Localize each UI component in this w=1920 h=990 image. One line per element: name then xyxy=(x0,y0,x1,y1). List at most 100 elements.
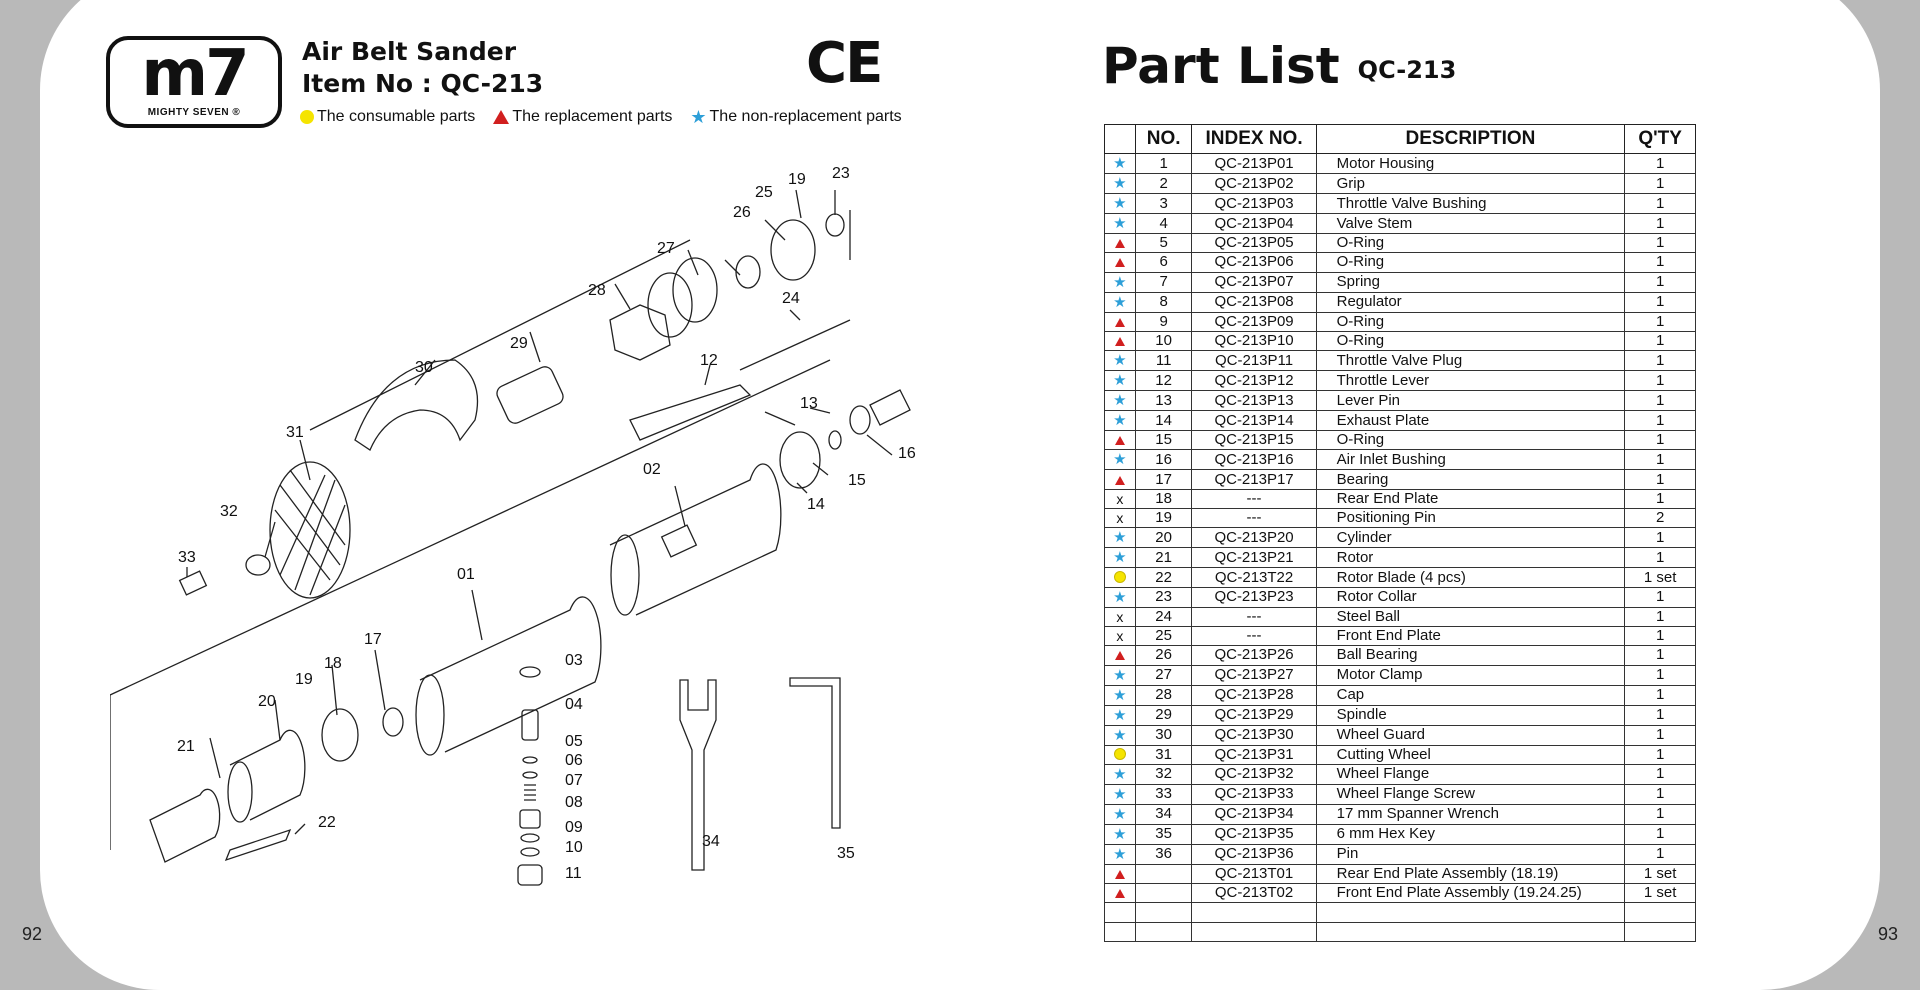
cell-index: QC-213P21 xyxy=(1191,547,1317,569)
callout-label: 11 xyxy=(565,865,582,882)
row-mark: ★ xyxy=(1104,684,1136,706)
blue-star-icon: ★ xyxy=(1113,825,1127,843)
red-triangle-icon xyxy=(1114,651,1125,661)
blue-star-icon: ★ xyxy=(1113,845,1127,863)
product-name: Air Belt Sander xyxy=(302,37,517,66)
cell-index: QC-213P32 xyxy=(1191,763,1317,785)
blue-star-icon: ★ xyxy=(1113,372,1127,390)
table-header-row: NO. INDEX NO. DESCRIPTION Q'TY xyxy=(1104,124,1696,154)
cell-no: 17 xyxy=(1134,469,1193,490)
row-mark: ★ xyxy=(1104,153,1136,174)
row-mark: ★ xyxy=(1104,193,1136,214)
row-mark xyxy=(1104,330,1136,352)
blue-star-icon: ★ xyxy=(1113,195,1127,212)
callout-label: 19 xyxy=(788,171,806,188)
cell-index: QC-213P14 xyxy=(1191,410,1317,432)
cell-no: 35 xyxy=(1134,823,1193,845)
cell-no: 10 xyxy=(1134,330,1193,352)
row-mark: x xyxy=(1104,625,1136,647)
product-title: Air Belt Sander Item No : QC-213 xyxy=(302,36,543,100)
cell-no xyxy=(1134,863,1193,885)
row-mark: ★ xyxy=(1104,213,1136,234)
row-mark: ★ xyxy=(1104,370,1136,392)
callout-label: 25 xyxy=(755,184,773,201)
cell-no: 36 xyxy=(1134,843,1193,865)
cell-no: 34 xyxy=(1134,803,1193,825)
yellow-dot-icon xyxy=(1113,747,1126,760)
row-mark xyxy=(1104,744,1136,765)
cell-description: 6 mm Hex Key xyxy=(1315,823,1626,845)
blue-star-icon: ★ xyxy=(1113,451,1127,469)
col-qty: Q'TY xyxy=(1624,124,1696,154)
cell-description: Throttle Valve Bushing xyxy=(1315,193,1626,214)
ce-mark: CE xyxy=(806,31,883,96)
yellow-dot-icon xyxy=(300,110,314,124)
cell-qty: 1 xyxy=(1624,153,1696,174)
cell-index: --- xyxy=(1191,508,1317,529)
cell-description: Rotor Blade (4 pcs) xyxy=(1315,567,1626,588)
row-mark: ★ xyxy=(1104,783,1136,805)
callout-label: 01 xyxy=(457,566,475,583)
row-mark: ★ xyxy=(1104,724,1136,746)
cell-index: QC-213P20 xyxy=(1191,527,1317,549)
cell-qty: 1 xyxy=(1624,213,1696,234)
cell-description: Rotor Collar xyxy=(1315,586,1626,608)
cell-index: QC-213P08 xyxy=(1191,291,1317,313)
cell-description: Bearing xyxy=(1315,469,1626,490)
row-mark: x xyxy=(1104,488,1136,510)
cell-description: Motor Housing xyxy=(1315,153,1626,174)
row-mark: ★ xyxy=(1104,803,1136,825)
cell-description: O-Ring xyxy=(1315,311,1626,332)
cell-qty: 1 xyxy=(1624,547,1696,569)
page-number-right: 93 xyxy=(1877,924,1898,944)
blue-star-icon: ★ xyxy=(1113,686,1127,704)
cell-index: QC-213P05 xyxy=(1191,232,1317,254)
row-mark xyxy=(1104,252,1136,273)
cell-description: Regulator xyxy=(1315,291,1626,313)
cell-index: QC-213P28 xyxy=(1191,684,1317,706)
cell-qty: 1 xyxy=(1624,311,1696,332)
cell-qty: 1 xyxy=(1624,704,1696,726)
cell-no: 13 xyxy=(1134,390,1193,412)
cell-index: QC-213P09 xyxy=(1191,311,1317,332)
row-mark xyxy=(1104,902,1136,923)
cell-qty: 1 xyxy=(1624,586,1696,608)
callout-label: 12 xyxy=(700,352,718,369)
diagram-drawing xyxy=(110,189,911,886)
cell-description: Front End Plate xyxy=(1315,625,1626,647)
callout-label: 14 xyxy=(807,496,825,513)
callout-label: 33 xyxy=(178,549,196,566)
row-mark: ★ xyxy=(1104,173,1136,194)
cell-no: 30 xyxy=(1134,724,1193,746)
cell-description: Exhaust Plate xyxy=(1315,410,1626,432)
cell-description: O-Ring xyxy=(1315,330,1626,352)
callout-label: 06 xyxy=(565,752,583,769)
cell-description: 17 mm Spanner Wrench xyxy=(1315,803,1626,825)
blue-star-icon: ★ xyxy=(690,107,707,127)
cell-description: O-Ring xyxy=(1315,232,1626,254)
cell-description: O-Ring xyxy=(1315,430,1626,451)
cell-no: 5 xyxy=(1134,232,1193,254)
row-mark xyxy=(1104,311,1136,332)
cell-qty: 1 xyxy=(1624,430,1696,451)
cell-qty: 1 xyxy=(1624,173,1696,194)
cell-no: 11 xyxy=(1134,350,1193,372)
blue-star-icon: ★ xyxy=(1113,293,1127,311)
cell-index: --- xyxy=(1191,625,1317,647)
cell-qty: 1 xyxy=(1624,744,1696,765)
cell-index: QC-213P35 xyxy=(1191,823,1317,845)
